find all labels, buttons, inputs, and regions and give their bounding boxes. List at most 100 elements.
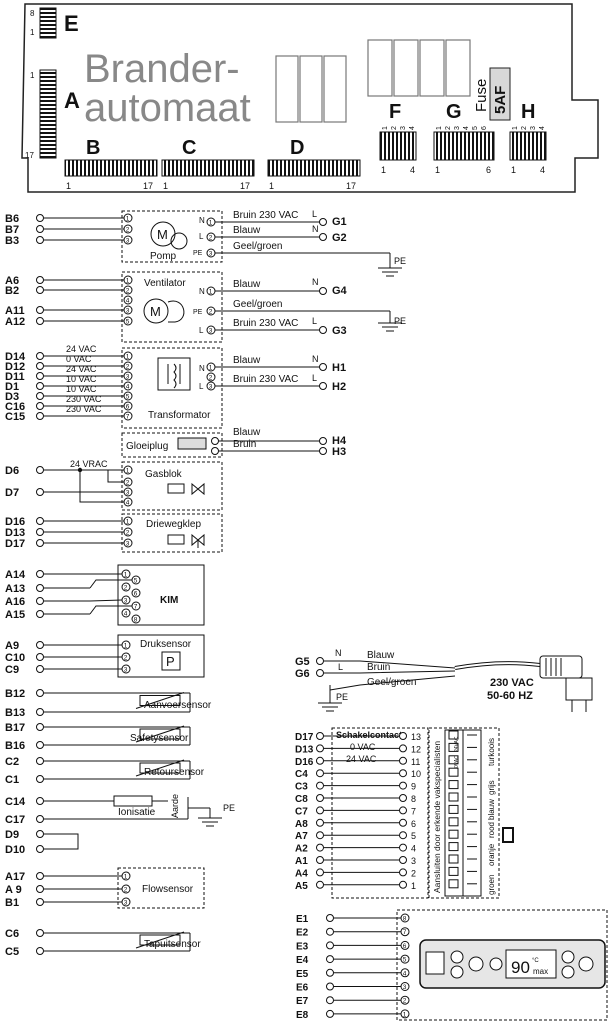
connector-f-label: F [389, 101, 401, 123]
display-plus-button[interactable] [578, 956, 594, 972]
input-label: D3 [5, 391, 19, 403]
input-label: C15 [5, 411, 25, 423]
terminal-input-label: A7 [295, 831, 308, 842]
pin-number: 1 [124, 874, 128, 881]
trafo-wire-2: Bruin 230 VAC [233, 374, 298, 385]
gasblok-input-d7: D7 [5, 487, 19, 499]
fuse: Fuse 5AF [473, 67, 511, 121]
terminal-color-label: turkoois [487, 738, 496, 766]
terminal-icon [399, 843, 407, 852]
ionisatie-group: C14 C17 Ionisatie Aarde PE [5, 794, 235, 827]
flowsensor-label: Flowsensor [142, 884, 194, 895]
input-label: A14 [5, 569, 26, 581]
ionisatie-input-c17: C17 [5, 814, 25, 826]
connector-d-pin-left: 1 [269, 181, 274, 191]
function-icon [448, 879, 459, 889]
pin-number: 1 [209, 365, 213, 372]
terminal-icon [36, 947, 44, 955]
connector-pin-number: 5 [472, 126, 479, 130]
terminal-icon [36, 306, 44, 314]
connector-pin-number: 2 [391, 126, 398, 130]
display-indicator [425, 951, 445, 975]
vent-target-g4: G4 [332, 285, 348, 297]
transformer-icon [157, 357, 191, 391]
terminal-input-label: C4 [295, 769, 308, 780]
input-label: A11 [5, 305, 25, 317]
terminal-icon [36, 352, 44, 360]
terminal-icon [316, 756, 324, 765]
display-left-button[interactable] [450, 950, 464, 964]
pin-number: 4 [124, 611, 128, 618]
display-menu-button[interactable] [489, 957, 503, 971]
pin-number: 4 [126, 384, 130, 391]
input-label: D17 [5, 538, 25, 550]
terminal-input-label: A1 [295, 856, 308, 867]
display-reset-button[interactable] [468, 956, 484, 972]
terminal-icon [36, 570, 44, 578]
pin-number: 2 [124, 585, 128, 592]
pin-number: 2 [126, 530, 130, 537]
safetysensor-label: Safetysensor [130, 733, 189, 744]
fan-motor-label: M [150, 304, 161, 319]
terminal-icon [399, 818, 407, 827]
input-label: D16 [5, 516, 25, 528]
pomp-earth: PE [394, 256, 406, 266]
display-input-label: E8 [296, 1010, 309, 1021]
connector-pin-number: 3 [400, 126, 407, 130]
ionisatie-input-c14: C14 [5, 796, 26, 808]
mains-end-pe: PE [336, 692, 348, 702]
function-icon [448, 730, 459, 740]
control-board: E 8 1 A 1 17 Brander- automaat Fuse 5AF [21, 3, 599, 193]
terminal-icon [36, 597, 44, 605]
pomp-target-g1: G1 [332, 216, 347, 228]
pin-number: 1 [209, 289, 213, 296]
terminal-icon [316, 843, 324, 852]
connector-f-pin-right: 4 [410, 165, 415, 175]
terminal-input-label: D13 [295, 744, 314, 755]
terminal-icon [36, 392, 44, 400]
terminal-small-2: 24VAC [454, 736, 460, 752]
pin-number: 3 [126, 238, 130, 245]
terminal-icon [36, 412, 44, 420]
display-input-label: E7 [296, 996, 309, 1007]
terminal-icon [316, 794, 324, 802]
terminal-number: 8 [411, 794, 416, 804]
display-left-button[interactable] [450, 965, 464, 979]
trafo-wire-1: Blauw [233, 355, 261, 366]
connector-g-pin-left: 1 [435, 165, 440, 175]
connector-f-pin-left: 1 [381, 165, 386, 175]
terminal-icon [36, 402, 44, 410]
connector-g-label: G [446, 101, 462, 123]
connector-a-pin-bottom: 17 [25, 151, 34, 160]
pin-number: 3 [403, 984, 407, 991]
display-max: max [533, 967, 548, 976]
gasblok-label: Gasblok [145, 469, 183, 480]
pin-number: 1 [126, 278, 130, 285]
terminal-icon [326, 996, 334, 1005]
pin-number: 5 [126, 319, 130, 326]
terminal-icon [36, 757, 44, 765]
ionisatie-earth: PE [223, 803, 235, 813]
terminal-small-1: 0VAC [454, 755, 460, 768]
display-down-button[interactable] [561, 965, 575, 979]
display-up-button[interactable] [561, 950, 575, 964]
input-label: C16 [5, 401, 25, 413]
terminal-icon [316, 769, 324, 778]
input-label: B17 [5, 722, 25, 734]
trafo-voltage: 230 VAC [66, 394, 102, 404]
pin-number: 6 [403, 943, 407, 950]
terminal-number: 6 [411, 819, 416, 829]
terminal-color-label: groen [487, 875, 496, 895]
pin-number: 2 [126, 364, 130, 371]
terminal-input-label: A2 [295, 844, 308, 855]
input-label: A9 [5, 640, 19, 652]
ventilator-label: Ventilator [144, 278, 186, 289]
input-label: B13 [5, 707, 25, 719]
aanvoersensor-label: Aanvoersensor [144, 700, 212, 711]
terminal-number: 1 [411, 881, 416, 891]
